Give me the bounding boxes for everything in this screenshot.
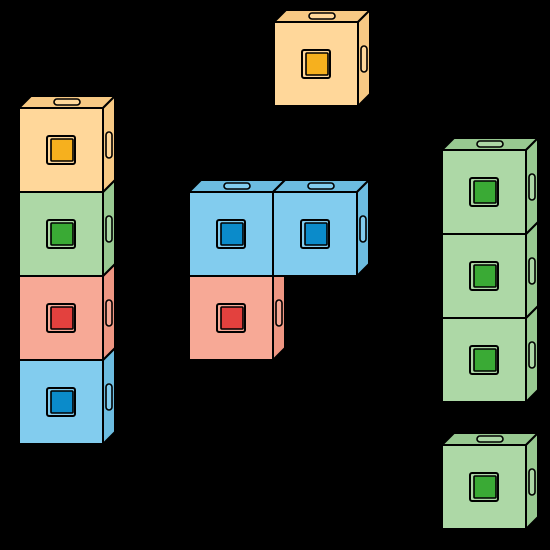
side-slot	[105, 299, 113, 327]
knob-orange	[50, 138, 74, 162]
group-tower-of-four	[18, 95, 116, 445]
side-slot	[528, 341, 536, 369]
cube-blue	[272, 179, 370, 277]
knob-green	[473, 180, 497, 204]
knob-red	[220, 306, 244, 330]
side-slot	[275, 299, 283, 327]
top-slot	[476, 435, 504, 443]
cube-front-face	[273, 21, 359, 107]
knob-blue	[50, 390, 74, 414]
cube-green	[441, 137, 539, 235]
cube-blue	[188, 179, 286, 277]
knob-green	[473, 264, 497, 288]
cube-green	[441, 432, 539, 530]
top-slot	[307, 182, 335, 190]
top-slot	[223, 182, 251, 190]
top-slot	[308, 12, 336, 20]
group-l-shape	[188, 179, 370, 361]
knob-orange	[305, 52, 329, 76]
knob-blue	[220, 222, 244, 246]
cubes-layer	[18, 9, 539, 530]
cube-green	[441, 305, 539, 403]
knob-green	[50, 222, 74, 246]
side-slot	[105, 383, 113, 411]
side-slot	[105, 215, 113, 243]
cube-green	[18, 179, 116, 277]
side-slot	[105, 131, 113, 159]
group-tower-of-three-green	[441, 137, 539, 403]
side-slot	[359, 215, 367, 243]
side-slot	[360, 45, 368, 73]
cube-orange	[273, 9, 371, 107]
top-slot	[476, 140, 504, 148]
side-slot	[528, 173, 536, 201]
cube-front-face	[441, 149, 527, 235]
cube-red	[188, 263, 286, 361]
cube-blue	[18, 347, 116, 445]
group-single-green	[441, 432, 539, 530]
group-single-orange	[273, 9, 371, 107]
side-slot	[528, 257, 536, 285]
knob-red	[50, 306, 74, 330]
cube-red	[18, 263, 116, 361]
knob-green	[473, 475, 497, 499]
side-slot	[528, 468, 536, 496]
top-slot	[53, 98, 81, 106]
knob-green	[473, 348, 497, 372]
knob-blue	[304, 222, 328, 246]
cube-green	[441, 221, 539, 319]
cube-orange	[18, 95, 116, 193]
